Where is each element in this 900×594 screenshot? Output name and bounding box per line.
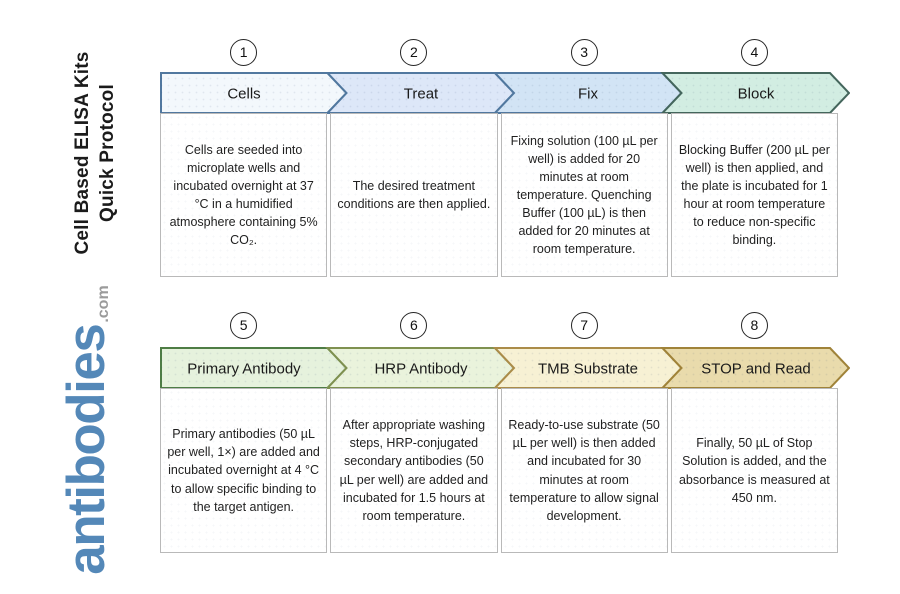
step-number-cell: 3 [501,38,668,66]
step-label-primary-antibody: Primary Antibody [187,361,301,378]
step-description-stop-and-read: Finally, 50 µL of Stop Solution is added… [670,388,838,553]
step-number-cell: 7 [501,311,668,339]
step-number-cell: 1 [160,38,327,66]
step-label-fix: Fix [578,86,598,103]
step-description-tmb-substrate: Ready-to-use substrate (50 µL per well) … [500,388,668,553]
step-description-row-1: Cells are seeded into microplate wells a… [160,113,838,277]
step-description-cells: Cells are seeded into microplate wells a… [160,113,328,277]
step-description-text: Primary antibodies (50 µL per well, 1×) … [167,427,320,514]
step-number-cell: 8 [671,311,838,339]
chevron-banner-row-1: Cells Treat Fix Block [160,72,850,114]
chevron-texture [495,348,682,388]
step-number-badge-4: 4 [740,38,768,66]
chevron-texture [495,73,682,113]
step-label-stop-and-read: STOP and Read [701,361,811,378]
step-description-text: Finally, 50 µL of Stop Solution is added… [678,436,830,505]
step-label-cells: Cells [227,86,260,103]
step-number-badge-3: 3 [570,38,598,66]
step-description-hrp-antibody: After appropriate washing steps, HRP-con… [330,388,498,553]
step-label-hrp-antibody: HRP Antibody [374,361,468,378]
step-description-text: After appropriate washing steps, HRP-con… [339,418,489,523]
step-number-cell: 2 [330,38,497,66]
chevron-texture [662,348,849,388]
step-number-cell: 4 [671,38,838,66]
chevron-texture [327,73,514,113]
step-number-badge-8: 8 [740,311,768,339]
brand-logo-suffix: .com [95,285,112,323]
step-number-cell: 5 [160,311,327,339]
page-title: Cell Based ELISA Kits Quick Protocol [65,28,125,278]
step-description-text: Cells are seeded into microplate wells a… [169,142,318,248]
step-description-text: Blocking Buffer (200 µL per well) is the… [678,142,830,248]
brand-logo-text: antibodies [57,324,116,575]
step-description-row-2: Primary antibodies (50 µL per well, 1×) … [160,388,838,553]
step-label-block: Block [738,86,775,103]
chevron-texture [161,348,347,388]
brand-logo: antibodies .com [57,255,131,594]
step-description-block: Blocking Buffer (200 µL per well) is the… [670,113,838,277]
step-description-text: Ready-to-use substrate (50 µL per well) … [508,418,660,523]
chevron-texture [161,73,347,113]
chevron-banner-row-2: Primary Antibody HRP Antibody TMB Substr… [160,347,850,389]
chevron-texture [327,348,514,388]
page-title-line2: Quick Protocol [97,84,118,222]
step-number-row-1: 1 2 3 4 [160,38,838,66]
step-label-tmb-substrate: TMB Substrate [538,361,638,378]
step-label-treat: Treat [404,86,439,103]
step-number-badge-7: 7 [570,311,598,339]
step-number-badge-6: 6 [400,311,428,339]
page-title-line1: Cell Based ELISA Kits [71,51,93,255]
step-description-fix: Fixing solution (100 µL per well) is add… [500,113,668,277]
step-number-row-2: 5 6 7 8 [160,311,838,339]
step-description-text: Fixing solution (100 µL per well) is add… [510,133,658,257]
step-description-treat: The desired treatment conditions are the… [330,113,498,277]
step-number-badge-5: 5 [230,311,258,339]
step-description-primary-antibody: Primary antibodies (50 µL per well, 1×) … [160,388,328,553]
step-number-badge-2: 2 [400,38,428,66]
step-number-cell: 6 [330,311,497,339]
step-description-text: The desired treatment conditions are the… [337,178,491,211]
chevron-texture [662,73,849,113]
step-number-badge-1: 1 [230,38,258,66]
